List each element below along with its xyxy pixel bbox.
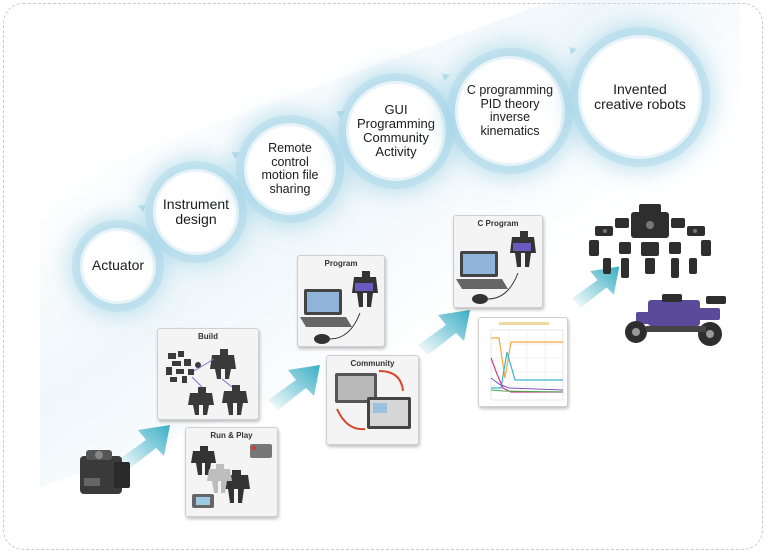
stage-label: Invented creative robots xyxy=(594,80,686,112)
stage-label: C programming PID theory inverse kinemat… xyxy=(466,83,554,138)
arrow-icon xyxy=(118,425,170,470)
running-robots-image xyxy=(191,444,272,508)
community-devices-image xyxy=(335,370,411,431)
card-title: C Program xyxy=(477,219,519,228)
run-play-card: Run & Play xyxy=(185,427,278,517)
stage-label: Actuator xyxy=(91,257,145,274)
card-title: Build xyxy=(198,332,218,341)
stage-circle-remote-control: Remote control motion file sharing xyxy=(244,123,336,215)
laptop-robot-image xyxy=(300,271,378,344)
stage-label: Instrument design xyxy=(162,195,230,227)
response-curves-image xyxy=(490,322,564,401)
build-card: Build xyxy=(157,328,259,420)
stage-label: GUI Programming Community Activity xyxy=(356,101,436,160)
wheeled-robot-image xyxy=(625,294,726,346)
card-title: Run & Play xyxy=(210,431,253,440)
card-title: Community xyxy=(350,359,395,368)
pid-response-graph xyxy=(478,317,568,407)
arrow-icon xyxy=(418,310,470,355)
program-card: Program xyxy=(297,255,385,347)
laptop-robot-image xyxy=(456,231,536,304)
stage-circle-invented-robots: Invented creative robots xyxy=(578,35,702,159)
robot-parts-image xyxy=(166,349,248,415)
stage-circle-gui-programming: GUI Programming Community Activity xyxy=(346,81,446,181)
stage-circle-instrument-design: Instrument design xyxy=(153,169,239,255)
servo-actuator-image xyxy=(80,450,130,494)
card-title: Program xyxy=(324,259,358,268)
c-program-card: C Program xyxy=(453,215,543,308)
stage-circle-c-programming: C programming PID theory inverse kinemat… xyxy=(455,56,565,166)
hexapod-robot-image xyxy=(589,204,711,278)
dashed-frame xyxy=(3,3,763,550)
community-card: Community xyxy=(326,355,419,445)
arrow-icon xyxy=(268,365,320,410)
stage-circle-actuator: Actuator xyxy=(80,228,156,304)
arrow-icon xyxy=(572,266,620,308)
stage-label: Remote control motion file sharing xyxy=(261,141,319,196)
